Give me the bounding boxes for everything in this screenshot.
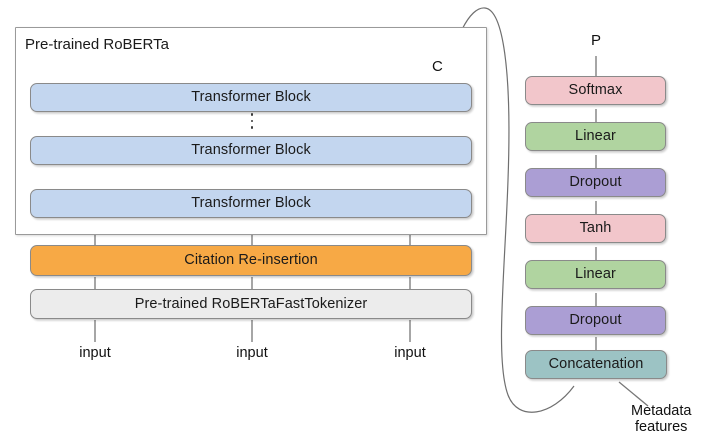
transformer-block-bottom[interactable]: Transformer Block	[30, 189, 472, 218]
transformer-block-bottom-label: Transformer Block	[191, 195, 311, 212]
softmax-box[interactable]: Softmax	[525, 76, 666, 105]
dropout-label-2: Dropout	[569, 174, 622, 191]
linear-box-1[interactable]: Linear	[525, 260, 666, 289]
transformer-block-top[interactable]: Transformer Block	[30, 83, 472, 112]
concatenation-box[interactable]: Concatenation	[525, 350, 667, 379]
metadata-features-label-line2: features	[635, 419, 688, 436]
transformer-block-top-label: Transformer Block	[191, 89, 311, 106]
dropout-box-1[interactable]: Dropout	[525, 306, 666, 335]
arrow-metadata-concat	[618, 381, 649, 407]
cls-token-connector	[446, 7, 575, 413]
input-label-2: input	[236, 345, 268, 361]
citation-reinsertion-label: Citation Re-insertion	[184, 252, 318, 269]
tanh-box[interactable]: Tanh	[525, 214, 666, 243]
dropout-box-2[interactable]: Dropout	[525, 168, 666, 197]
input-label-1: input	[79, 345, 111, 361]
linear-label-2: Linear	[575, 128, 616, 145]
input-label-3: input	[394, 345, 426, 361]
tokenizer-label: Pre-trained RoBERTaFastTokenizer	[134, 295, 368, 312]
vertical-ellipsis-icon	[250, 113, 254, 129]
pretrained-roberta-label: Pre-trained RoBERTa	[25, 36, 169, 53]
concatenation-label: Concatenation	[548, 356, 644, 373]
transformer-block-middle[interactable]: Transformer Block	[30, 136, 472, 165]
output-probability-label: P	[590, 32, 602, 49]
citation-reinsertion-box[interactable]: Citation Re-insertion	[30, 245, 472, 276]
linear-box-2[interactable]: Linear	[525, 122, 666, 151]
cls-token-label: C	[432, 58, 443, 75]
linear-label-1: Linear	[575, 266, 616, 283]
tokenizer-box[interactable]: Pre-trained RoBERTaFastTokenizer	[30, 289, 472, 319]
dropout-label-1: Dropout	[569, 312, 622, 329]
metadata-features-label-line1: Metadata	[631, 403, 692, 419]
tanh-label: Tanh	[579, 220, 612, 237]
softmax-label: Softmax	[568, 82, 623, 99]
transformer-block-middle-label: Transformer Block	[191, 142, 311, 159]
